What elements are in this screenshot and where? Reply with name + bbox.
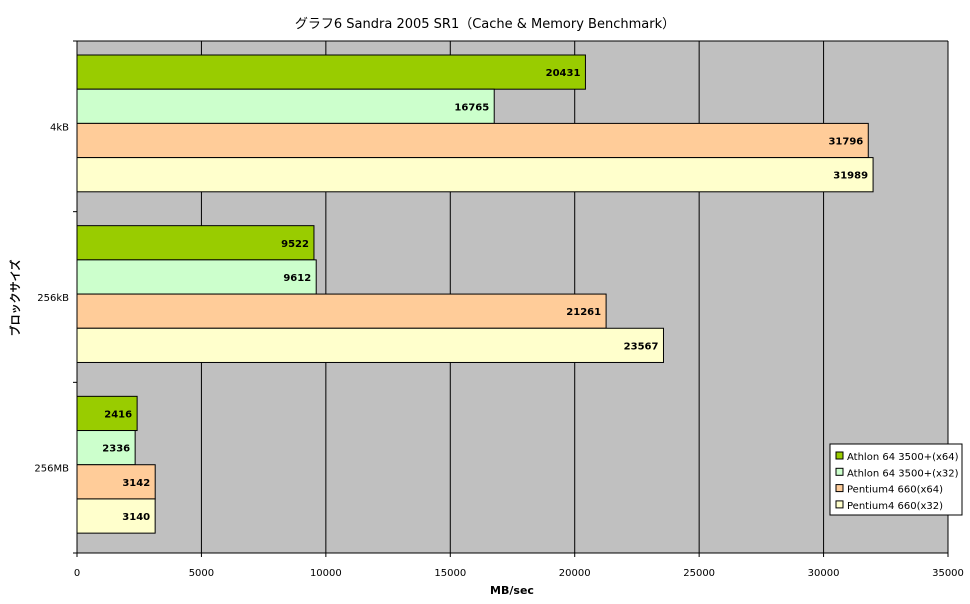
x-tick-label: 35000 [932, 568, 964, 579]
legend-swatch [835, 467, 844, 476]
x-tick-label: 10000 [310, 568, 342, 579]
bar-value-label: 9522 [281, 239, 309, 250]
y-axis-label: ブロックサイズ [8, 260, 22, 337]
bar [76, 157, 874, 193]
bar-value-label: 2336 [102, 444, 130, 455]
legend-label: Pentium4 660(x32) [847, 501, 943, 512]
x-tick-label: 0 [74, 568, 80, 579]
legend-label: Athlon 64 3500+(x64) [847, 452, 959, 463]
bar-value-label: 9612 [283, 273, 311, 284]
x-tick-label: 25000 [683, 568, 715, 579]
bar [76, 327, 664, 363]
bar [76, 395, 138, 432]
legend-box [829, 443, 963, 516]
axes [73, 40, 949, 557]
bar [76, 259, 317, 295]
legend-swatch [835, 484, 844, 493]
y-category-label: 256kB [37, 293, 69, 304]
x-tick-label: 5000 [189, 568, 214, 579]
y-category-label: 256MB [34, 464, 69, 475]
x-tick-label: 30000 [808, 568, 840, 579]
bar-value-label: 23567 [624, 341, 659, 352]
bar-value-label: 2416 [104, 409, 132, 420]
legend-swatch [835, 500, 844, 509]
legend-label: Athlon 64 3500+(x32) [847, 468, 959, 479]
x-axis-label: MB/sec [490, 584, 534, 597]
legend: Athlon 64 3500+(x64) Athlon 64 3500+(x32)… [829, 443, 963, 516]
bar [76, 498, 156, 534]
bar-value-label: 31989 [833, 171, 868, 182]
bar [76, 88, 495, 124]
legend-label: Pentium4 660(x64) [847, 485, 943, 496]
bar-value-label: 3140 [122, 512, 150, 523]
y-category-label: 4kB [50, 122, 69, 133]
bar-value-label: 16765 [454, 102, 489, 113]
legend-swatch [835, 451, 844, 460]
chart-title: グラフ6 Sandra 2005 SR1（Cache & Memory Benc… [295, 17, 675, 32]
bar-value-label: 21261 [566, 307, 601, 318]
bar-value-label: 31796 [828, 137, 863, 148]
x-tick-label: 15000 [434, 568, 466, 579]
data-labels: 20431 16765 31796 31989 9522 9612 21261 23567 24… [102, 68, 868, 523]
bar [76, 122, 869, 159]
bar [76, 225, 315, 261]
bar [76, 293, 607, 329]
x-tick-label: 20000 [559, 568, 591, 579]
bar-value-label: 20431 [546, 68, 581, 79]
x-tick-labels: 0 5000 10000 15000 20000 25000 30000 35000 [74, 568, 964, 579]
y-category-labels: 4kB 256kB 256MB [34, 122, 69, 474]
bar [76, 430, 136, 466]
bar [76, 54, 586, 90]
bar-value-label: 3142 [122, 478, 150, 489]
